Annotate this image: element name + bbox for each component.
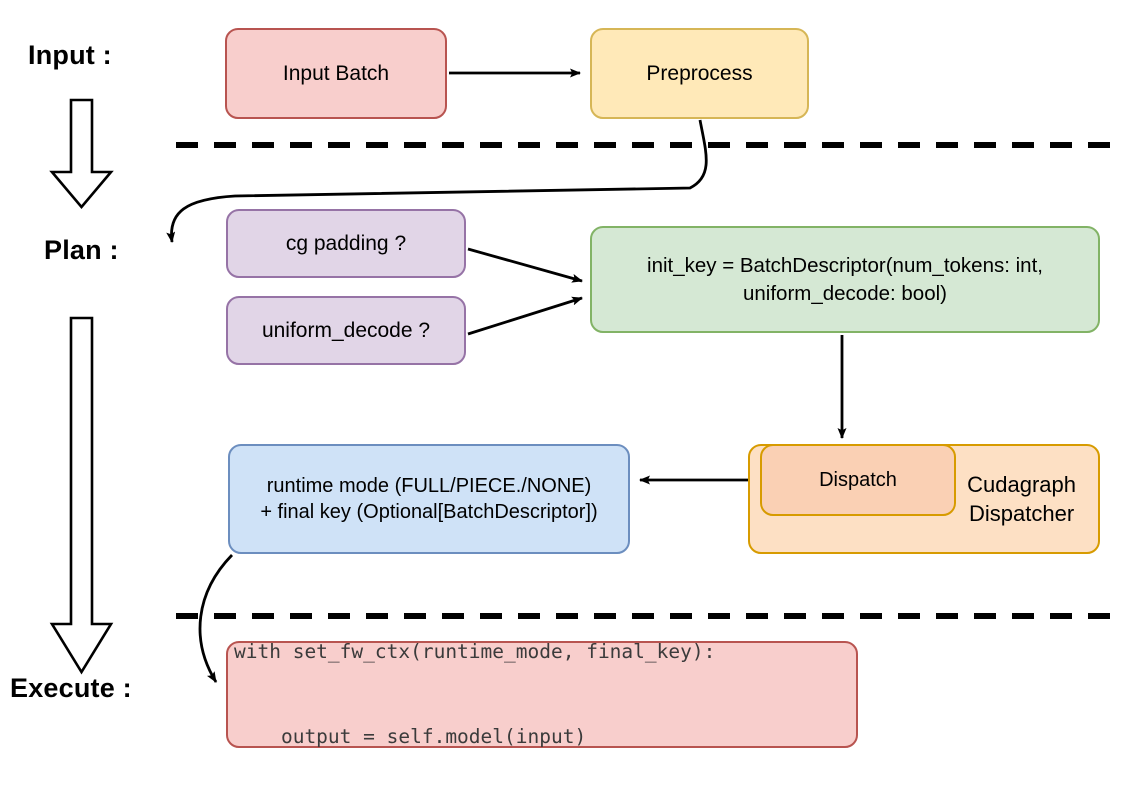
stage-arrow-plan-to-execute xyxy=(49,316,114,675)
node-cudagraph-dispatcher-label-line1: Cudagraph xyxy=(967,471,1076,497)
node-input-batch-label: Input Batch xyxy=(282,61,390,85)
node-runtime-mode-label-line2: + final key (Optional[BatchDescriptor]) xyxy=(260,501,598,523)
stage-arrow-input-to-plan xyxy=(49,98,114,210)
node-dispatch[interactable]: Dispatch xyxy=(760,444,956,516)
node-init-key-label-line2: uniform_decode: bool) xyxy=(742,281,947,305)
node-init-key[interactable]: init_key = BatchDescriptor(num_tokens: i… xyxy=(590,226,1100,333)
node-runtime-mode-label-line1: runtime mode (FULL/PIECE./NONE) xyxy=(266,474,592,497)
node-preprocess[interactable]: Preprocess xyxy=(590,28,809,119)
node-cg-padding[interactable]: cg padding ? xyxy=(226,209,466,278)
edge-cg-padding-to-init-key xyxy=(467,247,583,283)
node-input-batch[interactable]: Input Batch xyxy=(225,28,447,119)
node-init-key-label-line1: init_key = BatchDescriptor(num_tokens: i… xyxy=(647,254,1043,278)
node-cudagraph-dispatcher-label-line2: Dispatcher xyxy=(968,501,1075,526)
stage-label-input: Input : xyxy=(28,40,112,70)
node-runtime-mode[interactable]: runtime mode (FULL/PIECE./NONE) + final … xyxy=(228,444,630,554)
node-uniform-decode[interactable]: uniform_decode ? xyxy=(226,296,466,365)
node-code-block-line2: output = self.model(input) xyxy=(234,724,587,748)
node-code-block-line1: with set_fw_ctx(runtime_mode, final_key)… xyxy=(234,639,716,663)
node-preprocess-label: Preprocess xyxy=(646,61,753,85)
node-dispatch-label: Dispatch xyxy=(819,468,897,491)
node-uniform-decode-label: uniform_decode ? xyxy=(261,318,431,342)
edge-uniform-decode-to-init-key xyxy=(467,296,583,336)
stage-label-plan: Plan : xyxy=(44,235,119,265)
diagram-canvas: Input : Plan : Execute : Input Batch Pre… xyxy=(10,28,1120,748)
stage-label-execute: Execute : xyxy=(10,673,132,703)
node-cg-padding-label: cg padding ? xyxy=(285,231,407,255)
node-code-block[interactable]: with set_fw_ctx(runtime_mode, final_key)… xyxy=(226,639,858,748)
